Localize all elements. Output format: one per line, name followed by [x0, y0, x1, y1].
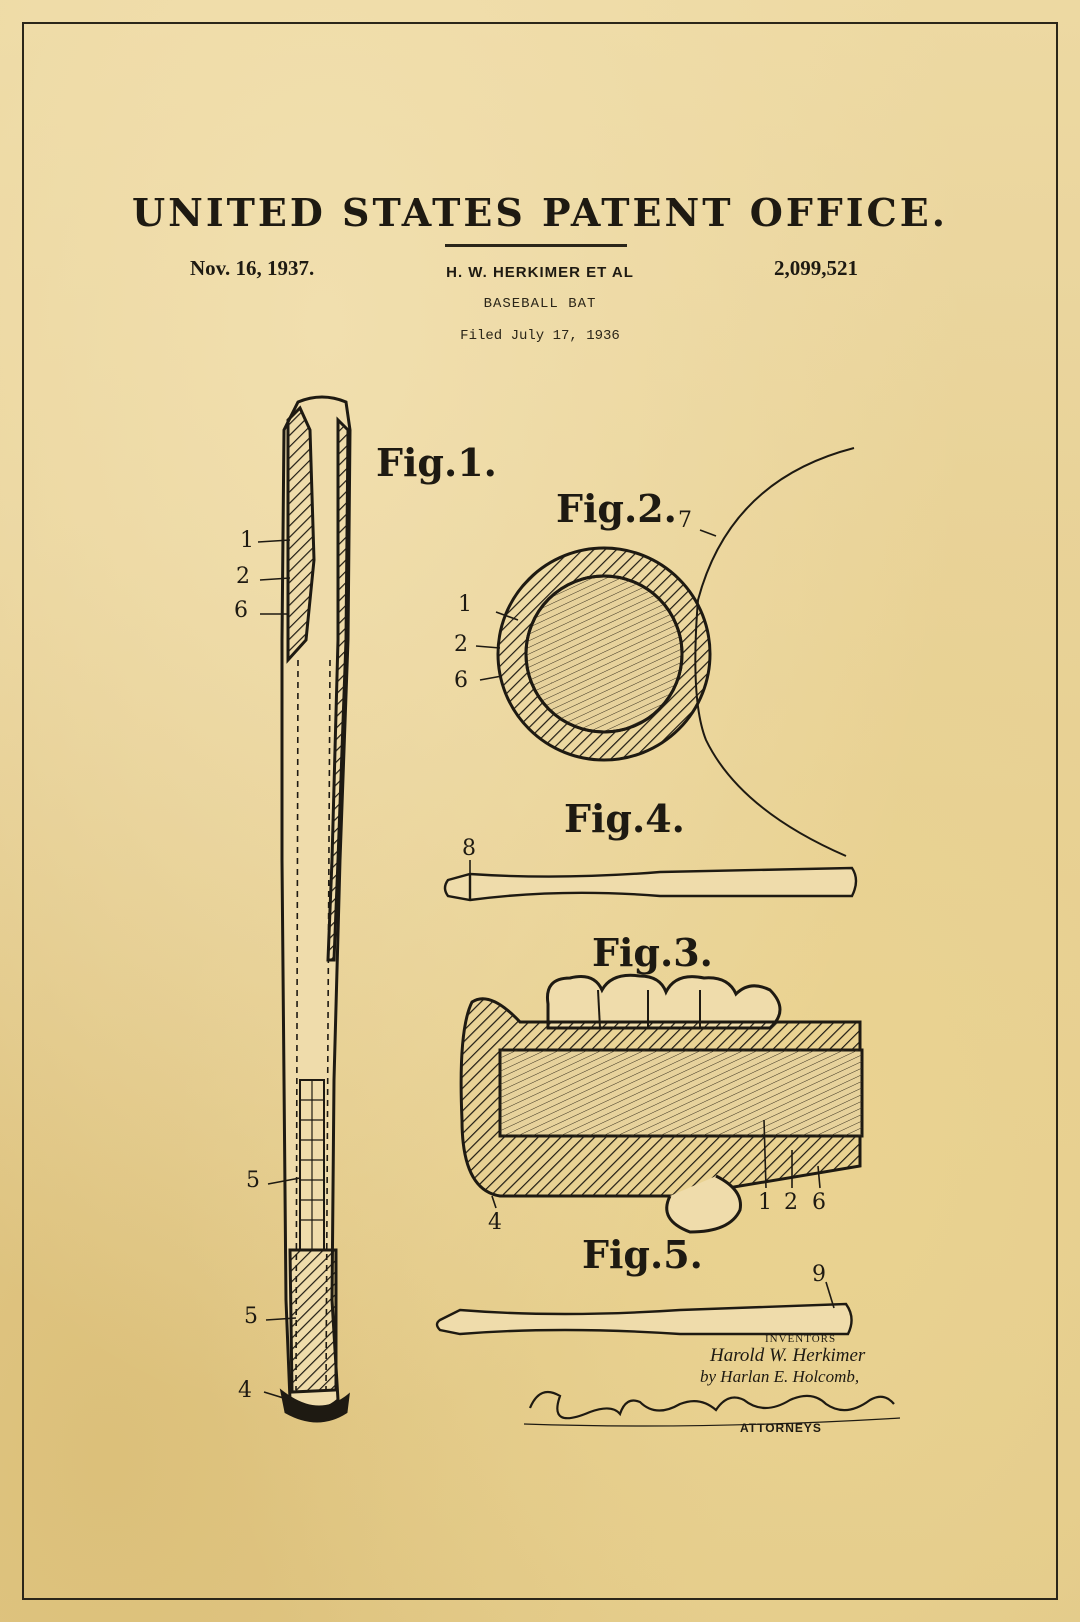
fig4-bat	[443, 860, 858, 902]
fig1-bat	[257, 395, 352, 1423]
fig3-ref-2: 2	[784, 1190, 798, 1215]
fig1-label: Fig.1.	[376, 440, 497, 485]
page-border	[22, 22, 1058, 1600]
fig2-ref-2: 2	[454, 632, 468, 657]
fig3-ref-1: 1	[758, 1190, 772, 1215]
patent-inventor: H. W. HERKIMER ET AL	[446, 264, 634, 281]
inventors-label: INVENTORS	[765, 1333, 837, 1345]
fig2-label: Fig.2.	[556, 486, 677, 531]
title-rule	[445, 244, 627, 247]
attorney-signature	[523, 1390, 901, 1427]
attorneys-label: ATTORNEYS	[740, 1421, 822, 1435]
fig2-section	[475, 447, 855, 857]
fig2-ref-1: 1	[458, 592, 472, 617]
fig1-ref-5b: 5	[244, 1304, 258, 1329]
patent-date: Nov. 16, 1937.	[190, 256, 315, 280]
patent-office-title: UNITED STATES PATENT OFFICE.	[131, 190, 948, 235]
fig4-label: Fig.4.	[564, 796, 685, 841]
inventor-name-1: Harold W. Herkimer	[710, 1345, 866, 1366]
fig3-label: Fig.3.	[592, 930, 713, 975]
inventor-name-2: by Harlan E. Holcomb,	[700, 1367, 860, 1386]
fig5-ref-9: 9	[812, 1262, 826, 1287]
fig5-bat	[435, 1281, 853, 1336]
patent-number: 2,099,521	[774, 256, 858, 280]
fig4-ref-8: 8	[462, 836, 476, 861]
fig1-ref-6: 6	[234, 598, 248, 623]
fig1-ref-4: 4	[238, 1378, 252, 1403]
patent-filed-date: Filed July 17, 1936	[460, 328, 620, 344]
fig1-ref-1: 1	[240, 528, 254, 553]
fig5-label: Fig.5.	[582, 1232, 703, 1277]
fig2-ref-7: 7	[678, 508, 692, 533]
patent-subject: BASEBALL BAT	[483, 296, 597, 312]
fig3-ref-6: 6	[812, 1190, 826, 1215]
fig3-handle	[459, 973, 864, 1234]
fig2-ref-6: 6	[454, 668, 468, 693]
fig3-ref-4: 4	[488, 1210, 502, 1235]
fig1-ref-5a: 5	[246, 1168, 260, 1193]
inventor-signature-block: INVENTORS Harold W. Herkimer by Harlan E…	[520, 1333, 920, 1435]
fig1-ref-2: 2	[236, 564, 250, 589]
